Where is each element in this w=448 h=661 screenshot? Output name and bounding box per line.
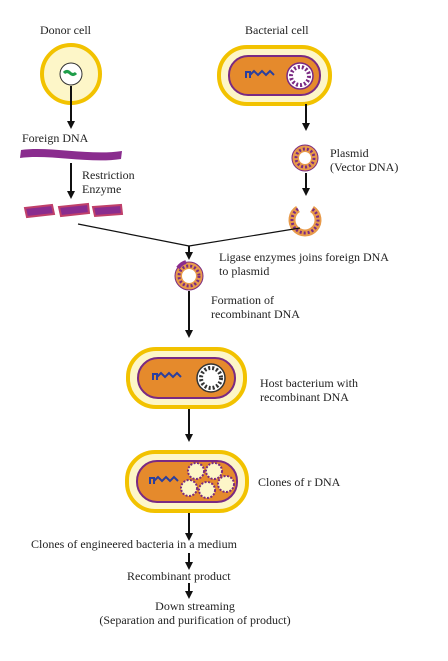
downstreaming-label: Down streaming (Separation and purificat…: [99, 599, 291, 627]
foreign-dna-label: Foreign DNA: [22, 131, 89, 145]
donor-cell-label: Donor cell: [40, 23, 91, 37]
chromosome-icon: [245, 69, 275, 78]
donor-dna-icon: [62, 70, 78, 76]
opened-plasmid: [288, 206, 322, 237]
line-fragments-to-ligase: [77, 223, 190, 247]
foreign-dna-strand: [20, 149, 122, 161]
dna-fragments: [23, 202, 124, 219]
host-bacterium-label: Host bacterium with recombinant DNA: [260, 376, 358, 404]
restriction-enzyme-label: Restriction Enzyme: [82, 168, 135, 196]
plasmid-label: Plasmid (Vector DNA): [330, 146, 399, 174]
formation-label: Formation of recombinant DNA: [211, 293, 300, 321]
clones-engineered-label: Clones of engineered bacteria in a mediu…: [31, 537, 237, 551]
donor-cell: [40, 43, 102, 105]
host-bacterium: [126, 347, 247, 409]
plasmid-vector: [291, 144, 319, 172]
recombinant-product-label: Recombinant product: [127, 569, 231, 583]
ligase-label: Ligase enzymes joins foreign DNA to plas…: [219, 250, 389, 278]
bacterial-cell-label: Bacterial cell: [245, 23, 309, 37]
recombinant-plasmid: [174, 260, 204, 291]
clones-bacterium: [125, 450, 249, 513]
line-plasmid-to-ligase: [188, 227, 301, 247]
bacterial-cell: [217, 45, 332, 106]
clones-rdna-label: Clones of r DNA: [258, 475, 341, 489]
